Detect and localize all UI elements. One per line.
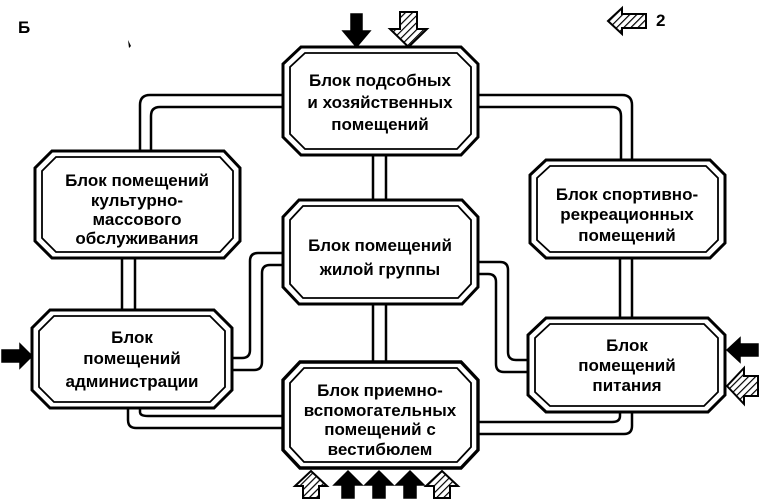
connector-admin-reception-inner <box>138 406 285 418</box>
connector-living-admin-inner <box>230 263 285 372</box>
right-hatched-arrow-icon <box>725 365 759 407</box>
connector-utility-sports-inner <box>476 105 623 162</box>
legend-number: 2 <box>656 11 665 30</box>
bottom-solid-arrow-icon-2 <box>363 469 395 499</box>
label-reception-line-2: вспомогательных <box>304 401 457 420</box>
connector-living-catering-inner <box>476 272 530 374</box>
connector-living-admin <box>230 251 285 360</box>
label-catering: Блок помещений питания <box>578 336 675 395</box>
label-reception-line-1: Блок приемно- <box>317 381 443 400</box>
block-utility <box>281 45 480 157</box>
label-utility-line-3: помещений <box>331 115 428 134</box>
label-culture-line-2: культурно- <box>91 191 183 210</box>
label-sports-line-3: помещений <box>578 226 675 245</box>
label-admin: Блок помещений администрации <box>66 328 199 391</box>
label-catering-line-2: помещений <box>578 356 675 375</box>
bottom-solid-arrow-icon-1 <box>332 469 364 499</box>
label-sports-line-2: рекреационных <box>560 205 694 224</box>
label-catering-line-3: питания <box>592 376 661 395</box>
label-admin-line-2: помещений <box>83 349 180 368</box>
block-catering <box>526 316 727 414</box>
label-admin-line-3: администрации <box>66 372 199 391</box>
connector-admin-reception <box>126 406 285 430</box>
corner-letter: Б <box>18 18 30 37</box>
block-culture <box>33 149 242 260</box>
bottom-solid-arrow-icon-3 <box>394 469 426 499</box>
block-reception <box>281 360 480 470</box>
label-living: Блок помещений жилой группы <box>308 236 452 279</box>
connector-living-catering <box>476 260 530 362</box>
bottom-hatched-arrow-icon-1 <box>292 469 330 499</box>
legend-hatched-arrow-icon <box>606 5 647 37</box>
label-catering-line-1: Блок <box>606 336 648 355</box>
label-sports-line-1: Блок спортивно- <box>556 185 698 204</box>
block-living <box>281 198 480 306</box>
block-sports <box>528 158 727 260</box>
label-utility: Блок подсобных и хозяйственных помещений <box>307 71 453 134</box>
label-sports: Блок спортивно- рекреационных помещений <box>556 185 698 245</box>
legend: 2 <box>606 5 665 37</box>
label-utility-line-2: и хозяйственных <box>307 93 453 112</box>
label-reception: Блок приемно- вспомогательных помещений … <box>304 381 457 459</box>
scan-speck <box>128 40 131 48</box>
connector-utility-culture-inner <box>149 105 285 152</box>
connector-catering-reception-inner <box>476 410 622 424</box>
top-solid-arrow-icon <box>341 13 372 49</box>
right-solid-arrow-icon <box>725 336 759 364</box>
label-culture-line-1: Блок помещений <box>65 171 209 190</box>
bottom-hatched-arrow-icon-2 <box>423 469 461 499</box>
top-hatched-arrow-icon <box>387 11 430 49</box>
label-culture-line-3: массового <box>93 210 182 229</box>
label-utility-line-1: Блок подсобных <box>309 71 452 90</box>
connector-utility-culture <box>138 93 285 152</box>
connector-catering-reception <box>476 410 634 436</box>
label-living-line-1: Блок помещений <box>308 236 452 255</box>
label-culture-line-4: обслуживания <box>75 229 198 248</box>
connectors <box>120 93 634 436</box>
label-admin-line-1: Блок <box>111 328 153 347</box>
block-admin <box>30 308 234 410</box>
left-solid-arrow-icon <box>1 342 34 370</box>
connector-utility-sports <box>476 93 634 162</box>
label-culture: Блок помещений культурно- массового обсл… <box>65 171 209 248</box>
label-living-line-2: жилой группы <box>319 260 440 279</box>
label-reception-line-3: помещений с <box>324 420 436 439</box>
label-reception-line-4: вестибюлем <box>328 440 433 459</box>
